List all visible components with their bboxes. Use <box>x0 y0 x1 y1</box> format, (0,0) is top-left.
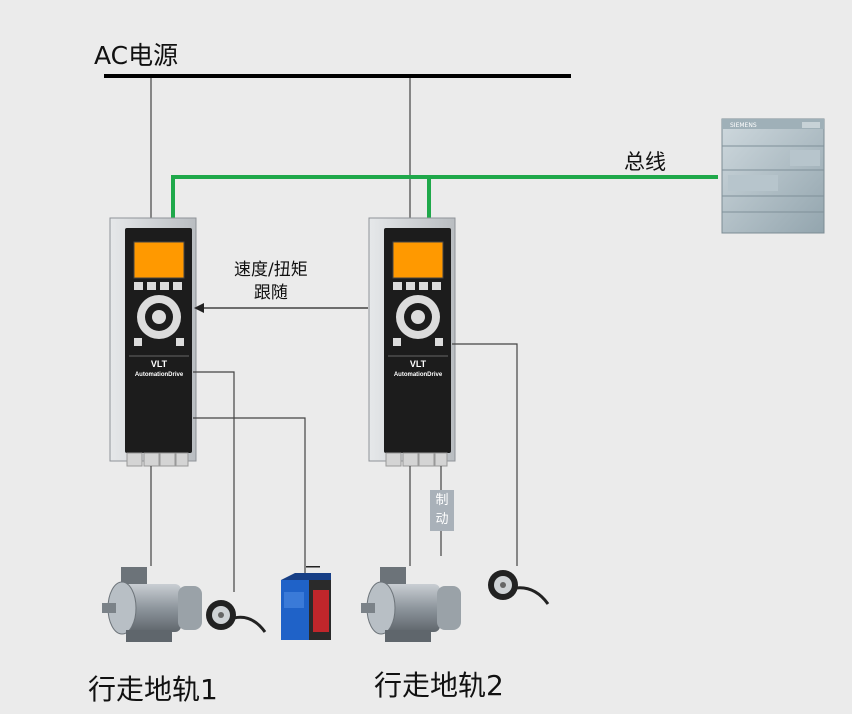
photoelectric-sensor-icon <box>281 566 331 640</box>
rail-2-label: 行走地轨2 <box>374 669 504 702</box>
plc-icon: SIEMENS <box>721 118 825 234</box>
vfd-icon: VLT AutomationDrive <box>109 217 197 467</box>
follow-label-line-2: 跟随 <box>253 283 288 303</box>
svg-text:AutomationDrive: AutomationDrive <box>135 372 184 378</box>
svg-text:SIEMENS: SIEMENS <box>730 122 757 129</box>
vfd-icon: VLT AutomationDrive <box>368 217 456 467</box>
follow-label: 速度/扭矩 跟随 <box>234 259 308 305</box>
follow-label-line-1: 速度/扭矩 <box>234 260 308 280</box>
ac-power-label: AC电源 <box>94 41 179 70</box>
brake-label: 制 动 <box>430 490 454 531</box>
svg-text:AutomationDrive: AutomationDrive <box>394 372 443 378</box>
encoder-icon <box>206 600 267 633</box>
encoder-cable-2 <box>452 343 518 566</box>
rail-1-label: 行走地轨1 <box>88 673 218 706</box>
bus-label: 总线 <box>624 150 666 174</box>
sensor-cable <box>193 417 306 576</box>
motor-icon <box>361 567 461 642</box>
svg-text:VLT: VLT <box>410 359 427 369</box>
arrow-head-icon <box>194 303 204 313</box>
encoder-cable-1 <box>193 371 235 592</box>
encoder-icon <box>488 570 550 605</box>
svg-text:VLT: VLT <box>151 359 168 369</box>
brake-label-line-1: 制 <box>435 493 449 508</box>
brake-label-line-2: 动 <box>435 512 449 527</box>
fieldbus-line <box>171 175 718 218</box>
motor-icon <box>102 567 202 642</box>
